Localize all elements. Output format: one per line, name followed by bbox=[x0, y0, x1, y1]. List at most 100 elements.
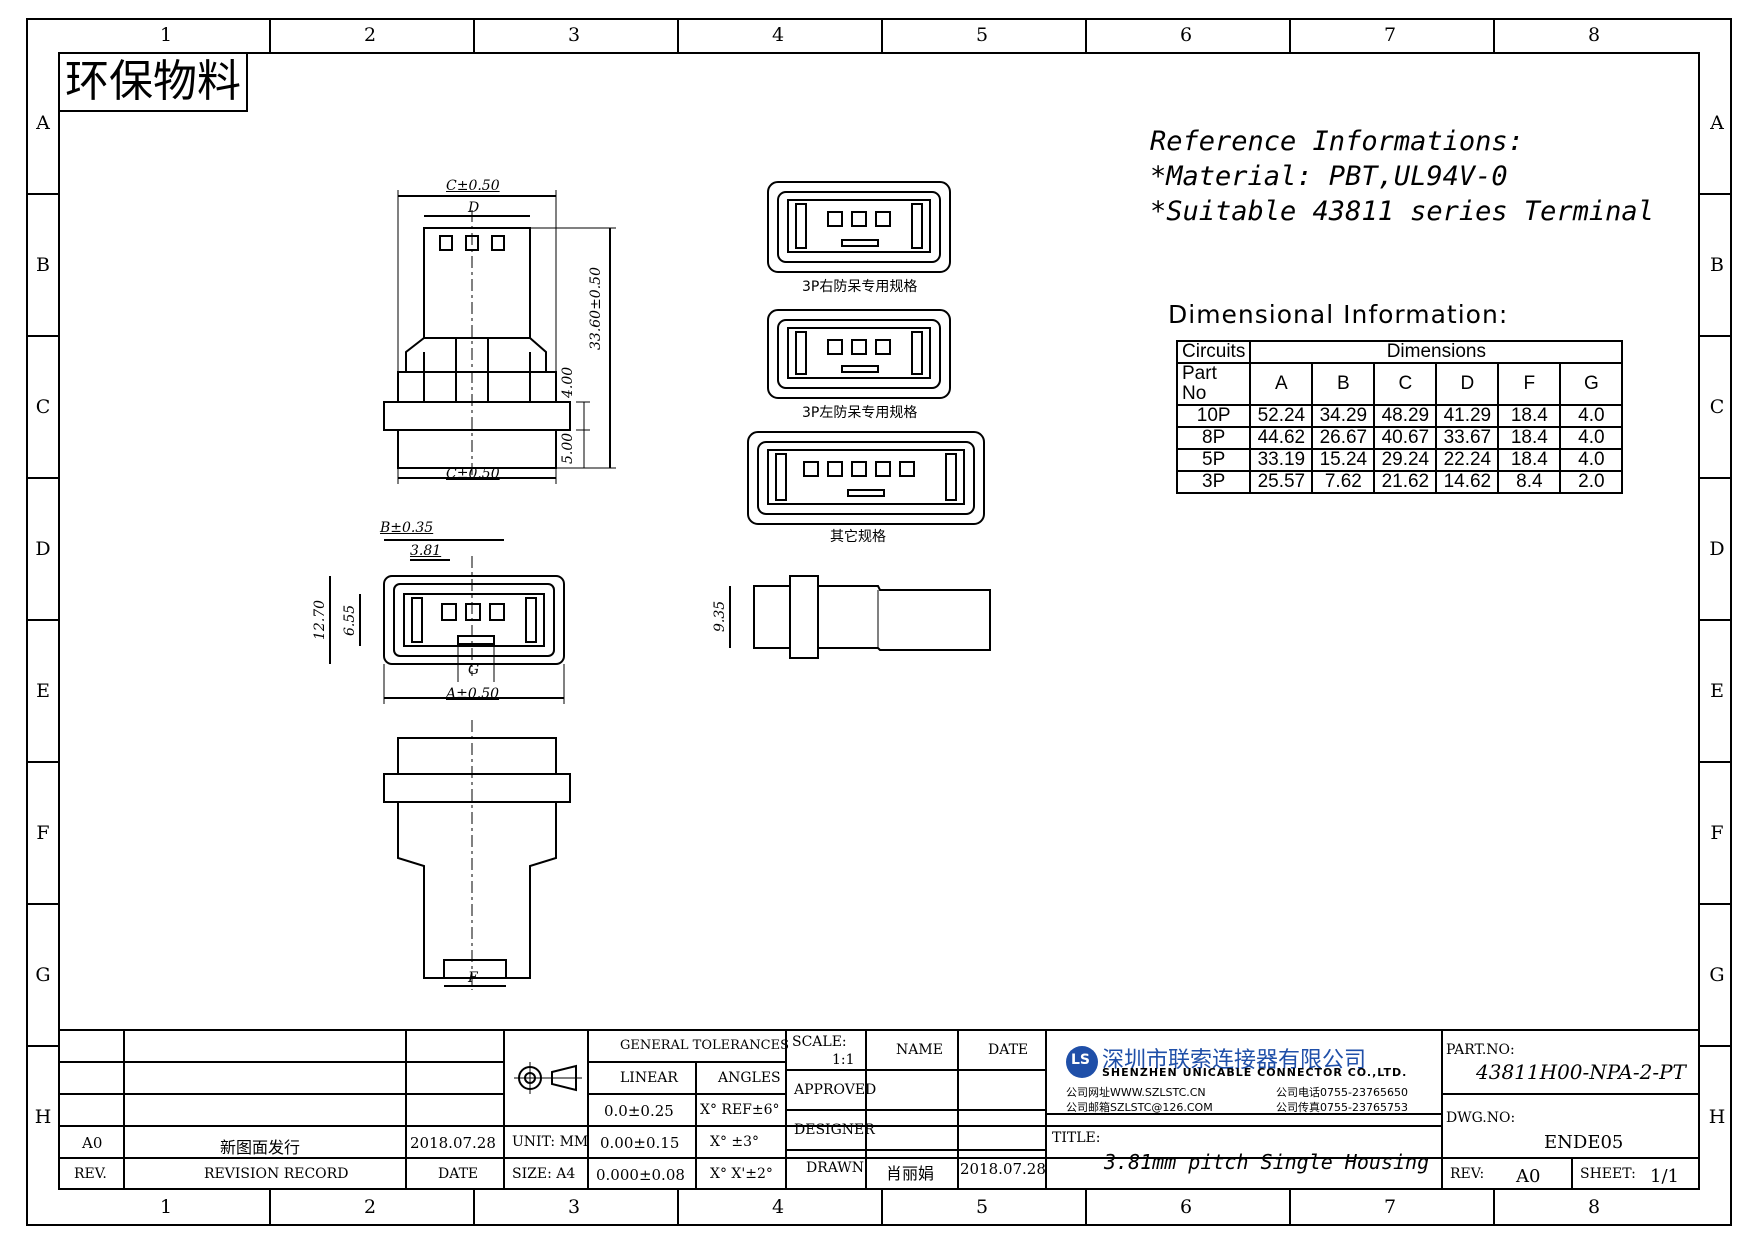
dwg-no-label: DWG.NO: bbox=[1446, 1110, 1516, 1126]
inner-border bbox=[58, 52, 1700, 1190]
col-header: G bbox=[1559, 362, 1624, 406]
reference-material: *Material: PBT,UL94V-0 bbox=[1150, 161, 1508, 192]
part-cell: 3P bbox=[1175, 470, 1252, 494]
date-header: DATE bbox=[988, 1042, 1029, 1058]
rev-desc: 新图面发行 bbox=[220, 1138, 301, 1157]
company-name-cn: 深圳市联索连接器有限公司 bbox=[1102, 1048, 1367, 1073]
part-cell: 10P bbox=[1175, 404, 1252, 428]
dim-label-d: D bbox=[468, 200, 480, 216]
part-no-label: PART.NO: bbox=[1446, 1042, 1515, 1058]
company-tel: 公司电话0755-23765650 bbox=[1276, 1086, 1408, 1099]
col-label-4-bottom: 4 bbox=[771, 1196, 785, 1218]
company-email: 公司邮箱SZLSTC@126.COM bbox=[1066, 1101, 1213, 1114]
value-cell: 18.4 bbox=[1497, 404, 1562, 428]
value-cell: 48.29 bbox=[1373, 404, 1438, 428]
value-cell: 33.67 bbox=[1435, 426, 1500, 450]
col-label-7-bottom: 7 bbox=[1383, 1196, 1397, 1218]
value-cell: 26.67 bbox=[1311, 426, 1376, 450]
dim-label-6-55: 6.55 bbox=[342, 604, 358, 636]
company-logo: LS bbox=[1071, 1052, 1091, 1068]
col-label-1: 1 bbox=[159, 24, 173, 46]
dimension-table: Circuits Dimensions Part No A B C D F G … bbox=[1175, 340, 1624, 494]
revision-record-header: REVISION RECORD bbox=[204, 1166, 349, 1182]
value-cell: 52.24 bbox=[1249, 404, 1314, 428]
scale-value: 1:1 bbox=[832, 1052, 855, 1068]
value-cell: 44.62 bbox=[1249, 426, 1314, 450]
eco-material-stamp: 环保物料 bbox=[58, 52, 248, 112]
angles-header: ANGLES bbox=[718, 1070, 781, 1086]
bottom-view bbox=[383, 720, 571, 990]
value-cell: 22.24 bbox=[1435, 448, 1500, 472]
row-label-e-right: E bbox=[1710, 680, 1724, 702]
drawn-label: DRAWN bbox=[806, 1160, 864, 1176]
row-label-a: A bbox=[36, 112, 50, 134]
name-header: NAME bbox=[896, 1042, 943, 1058]
row-label-c-right: C bbox=[1709, 396, 1725, 418]
linear-tol-2: 0.00±0.15 bbox=[600, 1134, 680, 1152]
value-cell: 4.0 bbox=[1559, 448, 1624, 472]
company-fax: 公司传真0755-23765753 bbox=[1276, 1101, 1408, 1114]
row-label-g: G bbox=[35, 964, 51, 986]
value-cell: 25.57 bbox=[1249, 470, 1314, 494]
part-cell: 5P bbox=[1175, 448, 1252, 472]
dim-label-4: 4.00 bbox=[560, 366, 576, 398]
angle-tol-2: X° ±3° bbox=[710, 1134, 760, 1150]
table-row: 10P 52.24 34.29 48.29 41.29 18.4 4.0 bbox=[1175, 404, 1624, 428]
header-dimensions: Dimensions bbox=[1249, 340, 1624, 364]
value-cell: 2.0 bbox=[1559, 470, 1624, 494]
variant-views bbox=[747, 181, 985, 525]
col-label-8: 8 bbox=[1587, 24, 1601, 46]
table-row: 3P 25.57 7.62 21.62 14.62 8.4 2.0 bbox=[1175, 470, 1624, 494]
col-label-3-bottom: 3 bbox=[567, 1196, 581, 1218]
col-label-5-bottom: 5 bbox=[975, 1196, 989, 1218]
dim-label-a: A±0.50 bbox=[446, 686, 500, 702]
row-label-f: F bbox=[36, 822, 50, 844]
col-label-5: 5 bbox=[975, 24, 989, 46]
outer-border bbox=[26, 18, 1732, 1226]
col-label-4: 4 bbox=[771, 24, 785, 46]
dim-label-b: B±0.35 bbox=[380, 520, 434, 536]
header-partno: Part No bbox=[1175, 362, 1252, 406]
rev-code: A0 bbox=[82, 1134, 103, 1152]
row-label-a-right: A bbox=[1710, 112, 1724, 134]
side-view bbox=[729, 575, 991, 659]
value-cell: 29.24 bbox=[1373, 448, 1438, 472]
dim-label-12-70: 12.70 bbox=[312, 599, 328, 640]
value-cell: 7.62 bbox=[1311, 470, 1376, 494]
col-header: C bbox=[1373, 362, 1438, 406]
reference-info: Reference Informations:*Material: PBT,UL… bbox=[1150, 124, 1654, 229]
sheet-label: SHEET: bbox=[1580, 1166, 1636, 1182]
linear-header: LINEAR bbox=[620, 1070, 678, 1086]
dim-label-f: F bbox=[468, 970, 478, 986]
angle-tol-1: X° REF±6° bbox=[700, 1102, 780, 1118]
rev-value: A0 bbox=[1516, 1166, 1541, 1187]
dimensional-title: Dimensional Information: bbox=[1168, 300, 1509, 329]
value-cell: 33.19 bbox=[1249, 448, 1314, 472]
dim-label-5: 5.00 bbox=[560, 432, 576, 464]
rev-date-header: DATE bbox=[438, 1166, 479, 1182]
value-cell: 8.4 bbox=[1497, 470, 1562, 494]
col-header: B bbox=[1311, 362, 1376, 406]
dwg-no: ENDE05 bbox=[1544, 1132, 1624, 1153]
col-label-7: 7 bbox=[1383, 24, 1397, 46]
col-header: F bbox=[1497, 362, 1562, 406]
part-cell: 8P bbox=[1175, 426, 1252, 450]
part-no: 43811H00-NPA-2-PT bbox=[1476, 1060, 1686, 1084]
drawn-date: 2018.07.28 bbox=[960, 1160, 1046, 1178]
designer-label: DESIGNER bbox=[794, 1122, 875, 1138]
reference-terminal: *Suitable 43811 series Terminal bbox=[1150, 196, 1654, 227]
value-cell: 4.0 bbox=[1559, 426, 1624, 450]
front-face-view bbox=[329, 539, 565, 704]
col-label-1-bottom: 1 bbox=[159, 1196, 173, 1218]
row-label-b-right: B bbox=[1710, 254, 1724, 276]
top-view bbox=[383, 190, 616, 484]
dim-label-total-height: 33.60±0.50 bbox=[588, 267, 604, 350]
row-label-f-right: F bbox=[1710, 822, 1724, 844]
value-cell: 21.62 bbox=[1373, 470, 1438, 494]
row-label-d-right: D bbox=[1709, 538, 1725, 560]
general-tolerances: GENERAL TOLERANCES bbox=[620, 1038, 790, 1053]
drawn-name: 肖丽娟 bbox=[886, 1164, 935, 1183]
linear-tol-1: 0.0±0.25 bbox=[604, 1102, 674, 1120]
value-cell: 18.4 bbox=[1497, 426, 1562, 450]
